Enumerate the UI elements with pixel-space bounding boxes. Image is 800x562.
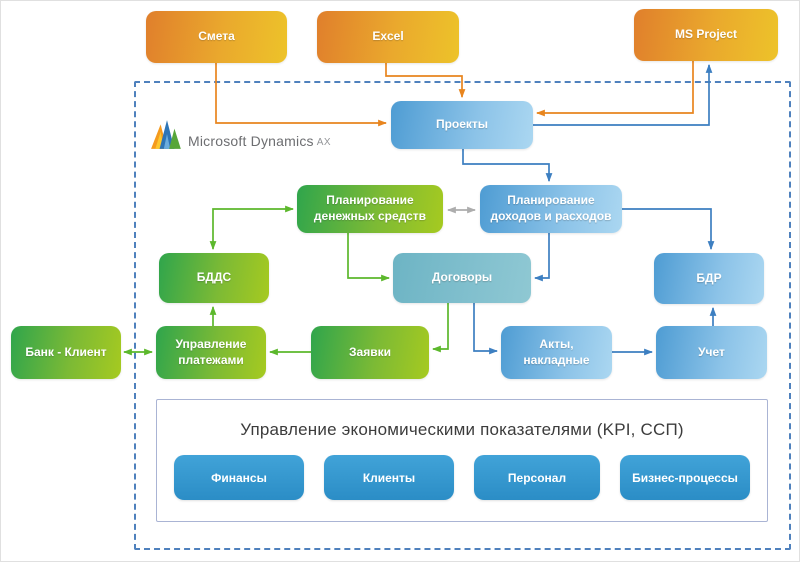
node-ms-project: MS Project (634, 9, 778, 61)
ms-dynamics-logo-icon (151, 120, 181, 149)
node-excel: Excel (317, 11, 459, 63)
node-zayavki: Заявки (311, 326, 429, 379)
kpi-item-finansy: Финансы (174, 455, 304, 500)
node-bdr: БДР (654, 253, 764, 304)
node-smeta: Смета (146, 11, 287, 63)
node-akty-nakladnye: Акты, накладные (501, 326, 612, 379)
ms-dynamics-logo-text: Microsoft Dynamics (188, 133, 314, 149)
node-dogovory: Договоры (393, 253, 531, 303)
kpi-button-row: Финансы Клиенты Персонал Бизнес-процессы (157, 455, 767, 500)
kpi-panel: Управление экономическими показателями (… (156, 399, 768, 522)
node-planirovanie-denezhnyh-sredstv: Планирование денежных средств (297, 185, 443, 233)
node-upravlenie-platezhami: Управление платежами (156, 326, 266, 379)
node-uchet: Учет (656, 326, 767, 379)
kpi-item-klienty: Клиенты (324, 455, 454, 500)
node-proekty: Проекты (391, 101, 533, 149)
ms-dynamics-logo-ax: AX (316, 137, 332, 148)
kpi-panel-title: Управление экономическими показателями (… (240, 420, 684, 439)
node-bdds: БДДС (159, 253, 269, 303)
node-bank-klient: Банк - Клиент (11, 326, 121, 379)
ms-dynamics-logo: Microsoft Dynamics AX (150, 119, 331, 151)
node-planirovanie-dohodov-rashodov: Планирование доходов и расходов (480, 185, 622, 233)
kpi-item-biznes-processy: Бизнес-процессы (620, 455, 750, 500)
kpi-item-personal: Персонал (474, 455, 600, 500)
